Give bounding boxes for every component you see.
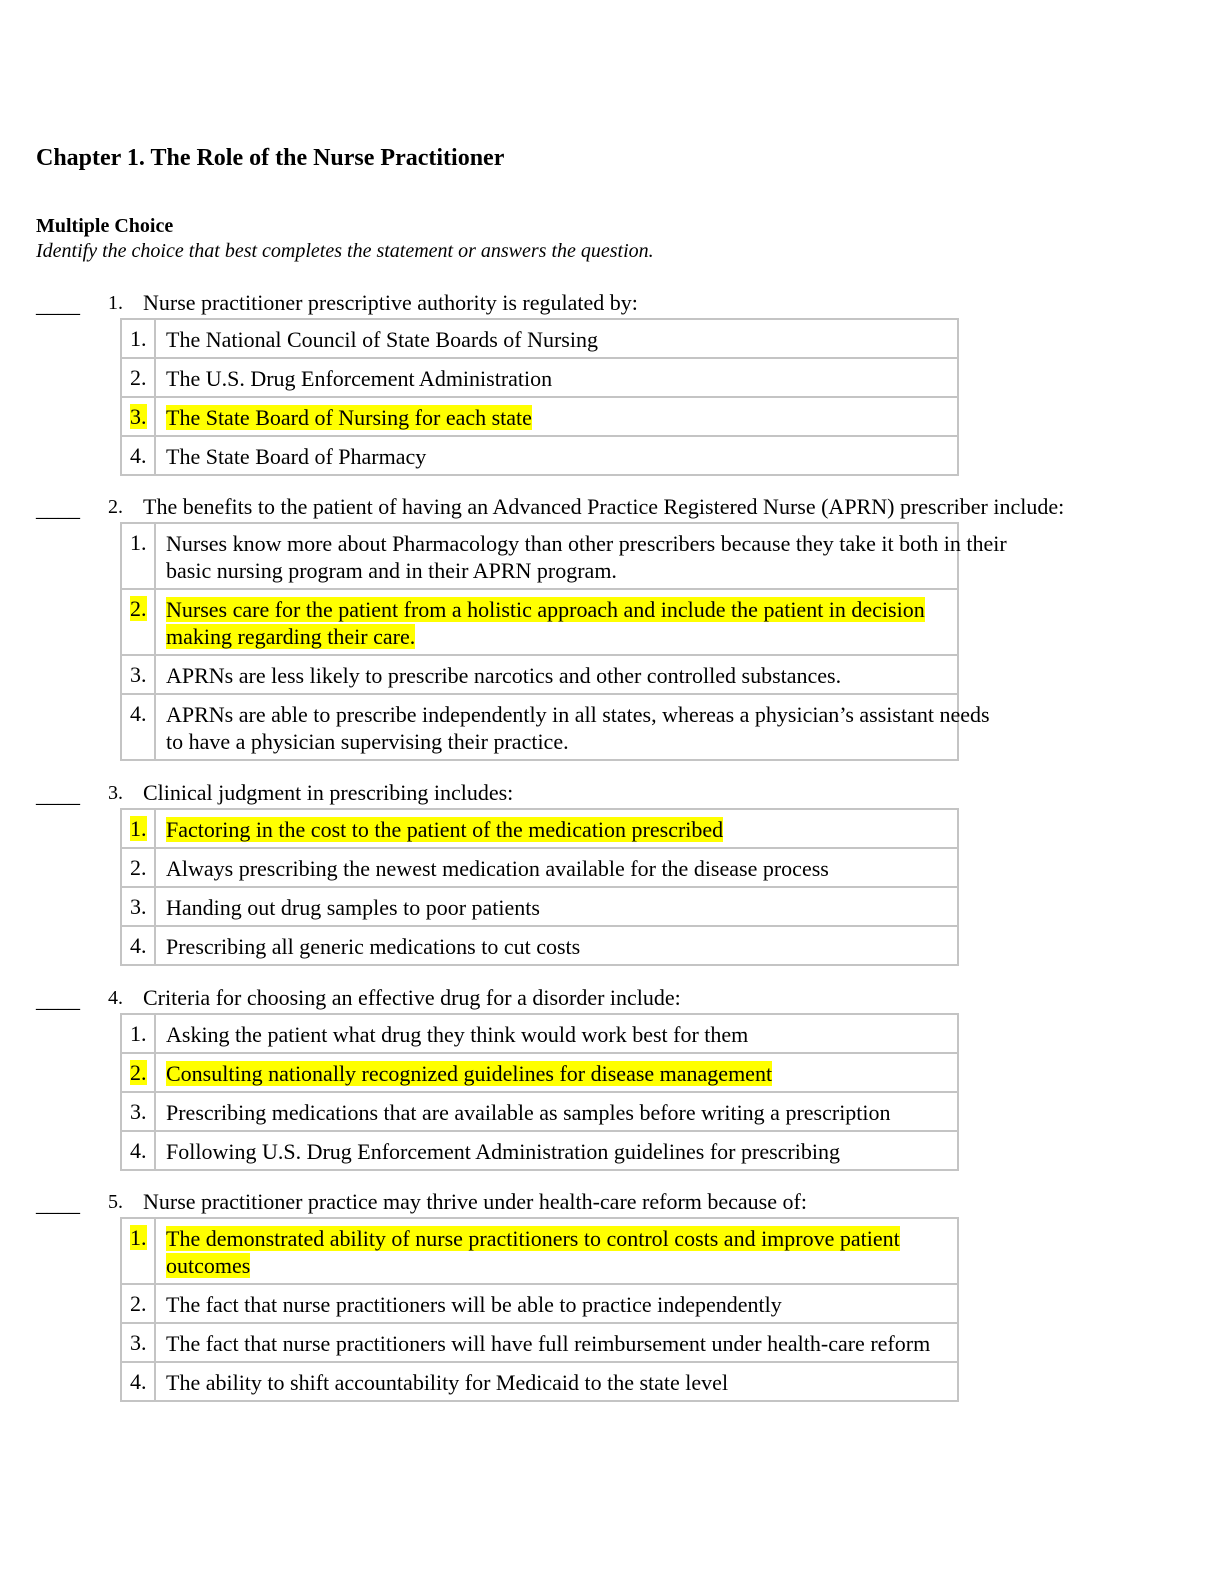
choice-text: The State Board of Pharmacy (166, 444, 427, 469)
choice-number: 3. (130, 894, 147, 919)
choice-table: 1. Nurses know more about Pharmacology t… (120, 522, 1007, 761)
choice-row: 2. The U.S. Drug Enforcement Administrat… (120, 357, 959, 398)
choice-number: 3. (130, 1099, 147, 1124)
question-3: ____ 3. Clinical judgment in prescribing… (0, 780, 1224, 966)
answer-blank: ____ (36, 1191, 80, 1216)
page-title: Chapter 1. The Role of the Nurse Practit… (36, 145, 505, 171)
choice-text: APRNs are able to prescribe independentl… (166, 702, 990, 754)
choice-number: 2. (130, 365, 147, 390)
choice-number: 4. (130, 1369, 147, 1394)
question-number: 3. (108, 782, 123, 804)
choice-table: 1. The National Council of State Boards … (120, 318, 959, 476)
choice-number: 3. (130, 662, 147, 687)
choice-number: 3. (130, 404, 147, 429)
choice-number: 1. (130, 1225, 147, 1250)
choice-text: Factoring in the cost to the patient of … (166, 817, 724, 842)
choice-number: 2. (130, 596, 147, 621)
choice-text: Following U.S. Drug Enforcement Administ… (166, 1139, 840, 1164)
instructions: Identify the choice that best completes … (36, 240, 654, 262)
choice-text: The ability to shift accountability for … (166, 1370, 729, 1395)
question-number: 5. (108, 1191, 123, 1213)
choice-row: 4. The ability to shift accountability f… (120, 1361, 959, 1402)
choice-row-highlighted: 1. The demonstrated ability of nurse pra… (120, 1217, 959, 1285)
choice-table: 1. Factoring in the cost to the patient … (120, 808, 959, 966)
choice-text: The U.S. Drug Enforcement Administration (166, 366, 553, 391)
question-4: ____ 4. Criteria for choosing an effecti… (0, 985, 1224, 1171)
question-2: ____ 2. The benefits to the patient of h… (0, 494, 1224, 761)
choice-row: 4. Following U.S. Drug Enforcement Admin… (120, 1130, 959, 1171)
choice-row-highlighted: 2. Nurses care for the patient from a ho… (120, 588, 959, 656)
question-text: Criteria for choosing an effective drug … (143, 985, 681, 1010)
choice-row-highlighted: 2. Consulting nationally recognized guid… (120, 1052, 959, 1093)
answer-blank: ____ (36, 782, 80, 807)
choice-text: Nurses care for the patient from a holis… (166, 597, 925, 649)
question-text: Nurse practitioner practice may thrive u… (143, 1189, 807, 1214)
choice-text: Handing out drug samples to poor patient… (166, 895, 540, 920)
choice-number: 2. (130, 855, 147, 880)
choice-number: 1. (130, 326, 147, 351)
choice-row: 3. The fact that nurse practitioners wil… (120, 1322, 959, 1363)
choice-row: 2. Always prescribing the newest medicat… (120, 847, 959, 888)
choice-number: 4. (130, 443, 147, 468)
answer-blank: ____ (36, 987, 80, 1012)
question-number: 1. (108, 292, 123, 314)
choice-table: 1. The demonstrated ability of nurse pra… (120, 1217, 959, 1402)
choice-text: The National Council of State Boards of … (166, 327, 598, 352)
choice-text: The fact that nurse practitioners will h… (166, 1331, 931, 1356)
choice-text: Prescribing medications that are availab… (166, 1100, 891, 1125)
choice-row: 1. Asking the patient what drug they thi… (120, 1013, 959, 1054)
choice-row: 1. The National Council of State Boards … (120, 318, 959, 359)
choice-row: 3. Prescribing medications that are avai… (120, 1091, 959, 1132)
question-number: 2. (108, 496, 123, 518)
choice-text: Consulting nationally recognized guideli… (166, 1061, 773, 1086)
question-text: Nurse practitioner prescriptive authorit… (143, 290, 638, 315)
choice-table: 1. Asking the patient what drug they thi… (120, 1013, 959, 1171)
question-number: 4. (108, 987, 123, 1009)
question-5: ____ 5. Nurse practitioner practice may … (0, 1189, 1224, 1402)
choice-number: 1. (130, 816, 147, 841)
choice-row: 4. The State Board of Pharmacy (120, 435, 959, 476)
choice-text: The fact that nurse practitioners will b… (166, 1292, 782, 1317)
choice-row: 3. Handing out drug samples to poor pati… (120, 886, 959, 927)
choice-row: 3. APRNs are less likely to prescribe na… (120, 654, 959, 695)
choice-text: Always prescribing the newest medication… (166, 856, 829, 881)
choice-row: 1. Nurses know more about Pharmacology t… (120, 522, 1007, 590)
choice-text: Prescribing all generic medications to c… (166, 934, 581, 959)
choice-text: APRNs are less likely to prescribe narco… (166, 663, 842, 688)
choice-number: 3. (130, 1330, 147, 1355)
choice-number: 4. (130, 1138, 147, 1163)
choice-number: 1. (130, 1021, 147, 1046)
choice-number: 2. (130, 1291, 147, 1316)
question-text: The benefits to the patient of having an… (143, 494, 1065, 519)
choice-text: The State Board of Nursing for each stat… (166, 405, 532, 430)
choice-row-highlighted: 1. Factoring in the cost to the patient … (120, 808, 959, 849)
answer-blank: ____ (36, 496, 80, 521)
choice-row: 4. APRNs are able to prescribe independe… (120, 693, 990, 761)
answer-blank: ____ (36, 292, 80, 317)
choice-row: 2. The fact that nurse practitioners wil… (120, 1283, 959, 1324)
choice-number: 4. (130, 701, 147, 726)
choice-text: The demonstrated ability of nurse practi… (166, 1226, 900, 1278)
choice-number: 2. (130, 1060, 147, 1085)
choice-number: 1. (130, 530, 147, 555)
choice-text: Asking the patient what drug they think … (166, 1022, 749, 1047)
question-1: ____ 1. Nurse practitioner prescriptive … (0, 290, 1224, 476)
question-text: Clinical judgment in prescribing include… (143, 780, 514, 805)
choice-row: 4. Prescribing all generic medications t… (120, 925, 959, 966)
choice-text: Nurses know more about Pharmacology than… (166, 531, 1007, 583)
section-heading: Multiple Choice (36, 215, 174, 237)
choice-row-highlighted: 3. The State Board of Nursing for each s… (120, 396, 959, 437)
choice-number: 4. (130, 933, 147, 958)
